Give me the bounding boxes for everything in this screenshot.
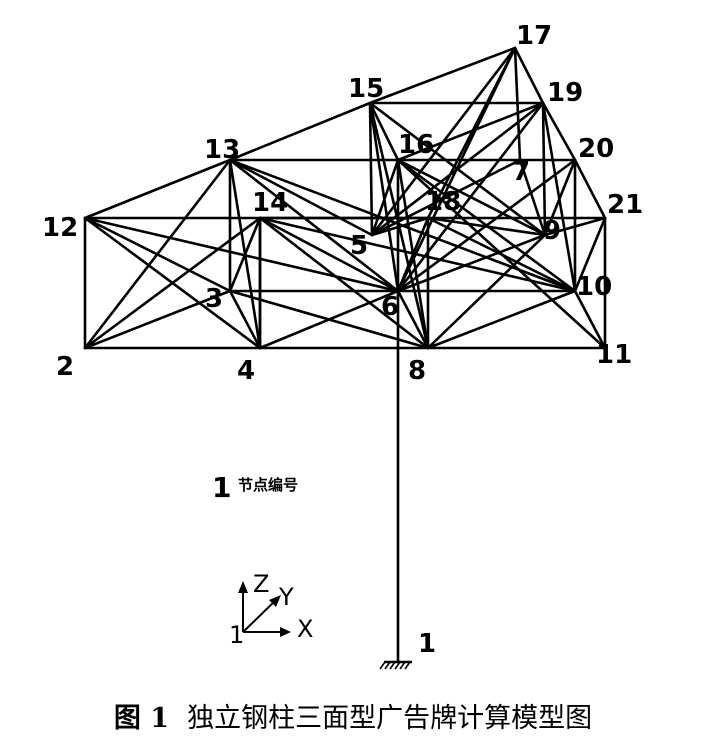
support-hatch (384, 661, 391, 670)
y-axis-label: Y (278, 583, 294, 611)
member-8-10 (426, 289, 577, 350)
node-label-7: 7 (512, 157, 530, 187)
member-19-20 (541, 101, 577, 162)
node-label-18: 18 (425, 187, 461, 217)
axis-triad: Z Y X 1 (229, 570, 313, 649)
support-hatch (399, 661, 406, 670)
node-label-15: 15 (348, 74, 384, 104)
member-2-3 (83, 289, 232, 350)
member-17-18 (426, 46, 517, 220)
axis-origin-label: 1 (229, 621, 244, 649)
figure-title: 独立钢柱三面型广告牌计算模型图 (187, 703, 593, 734)
member-7-9 (518, 158, 547, 237)
member-13-4 (228, 158, 262, 350)
member-5-18 (370, 216, 430, 237)
member-21-10 (573, 216, 607, 293)
x-axis-label: X (297, 615, 313, 643)
member-14-8 (258, 216, 430, 350)
truss-members (83, 46, 607, 350)
member-3-4 (228, 289, 262, 350)
x-arrowhead-icon (280, 627, 291, 637)
member-15-16 (368, 101, 400, 162)
node-label-5: 5 (350, 231, 368, 261)
member-21-9 (543, 216, 607, 237)
support-hatch (404, 661, 411, 670)
node-label-11: 11 (596, 340, 632, 370)
member-19-9 (541, 101, 547, 237)
node-label-17: 17 (516, 21, 552, 51)
member-12-13 (83, 158, 232, 220)
node-label-3: 3 (205, 284, 223, 314)
support-hatch (394, 661, 401, 670)
z-axis-label: Z (253, 570, 269, 598)
node-label-1: 1 (418, 629, 436, 659)
member-20-21 (573, 158, 607, 220)
member-19-5 (370, 101, 545, 237)
node-label-6: 6 (381, 292, 399, 322)
member-18-10 (426, 216, 577, 293)
member-12-6 (83, 216, 400, 293)
legend: 1 节点编号 (212, 471, 298, 504)
member-17-7 (513, 46, 522, 162)
member-14-10 (258, 216, 577, 293)
member-13-6 (228, 158, 400, 293)
node-label-20: 20 (578, 134, 614, 164)
support-hatch (389, 661, 396, 670)
y-axis-arrow (242, 599, 277, 633)
member-8-9 (426, 233, 547, 350)
legend-text: 节点编号 (238, 476, 298, 494)
node-label-8: 8 (408, 356, 426, 386)
node-label-13: 13 (204, 135, 240, 165)
member-10-11 (573, 289, 607, 350)
node-label-2: 2 (56, 352, 74, 382)
member-13-5 (228, 158, 374, 237)
member-16-19 (396, 101, 545, 162)
z-arrowhead-icon (238, 581, 248, 593)
member-15-6 (368, 101, 400, 293)
member-18-6 (396, 216, 430, 293)
node-label-19: 19 (547, 78, 583, 108)
figure-caption: 图 1 独立钢柱三面型广告牌计算模型图 (0, 696, 706, 735)
node-label-12: 12 (42, 213, 78, 243)
support-hatch (379, 661, 386, 670)
node-label-21: 21 (607, 190, 643, 220)
member-20-9 (543, 158, 577, 237)
member-6-9 (396, 233, 547, 293)
node-label-9: 9 (543, 216, 561, 246)
fixed-support-icon (379, 660, 412, 670)
member-19-6 (396, 101, 545, 293)
y-arrowhead-icon (269, 595, 281, 607)
member-4-6 (258, 289, 400, 350)
node-label-14: 14 (252, 188, 288, 218)
member-12-3 (83, 216, 232, 293)
legend-sample-number: 1 (212, 471, 231, 504)
node-label-10: 10 (576, 272, 612, 302)
member-12-4 (83, 216, 262, 350)
node-label-16: 16 (398, 130, 434, 160)
member-15-17 (368, 46, 517, 105)
member-6-8 (396, 289, 430, 350)
member-17-19 (513, 46, 545, 105)
member-13-15 (228, 101, 372, 162)
node-label-4: 4 (237, 356, 255, 386)
member-14-6 (258, 216, 400, 293)
figure-number: 图 1 (113, 703, 170, 734)
